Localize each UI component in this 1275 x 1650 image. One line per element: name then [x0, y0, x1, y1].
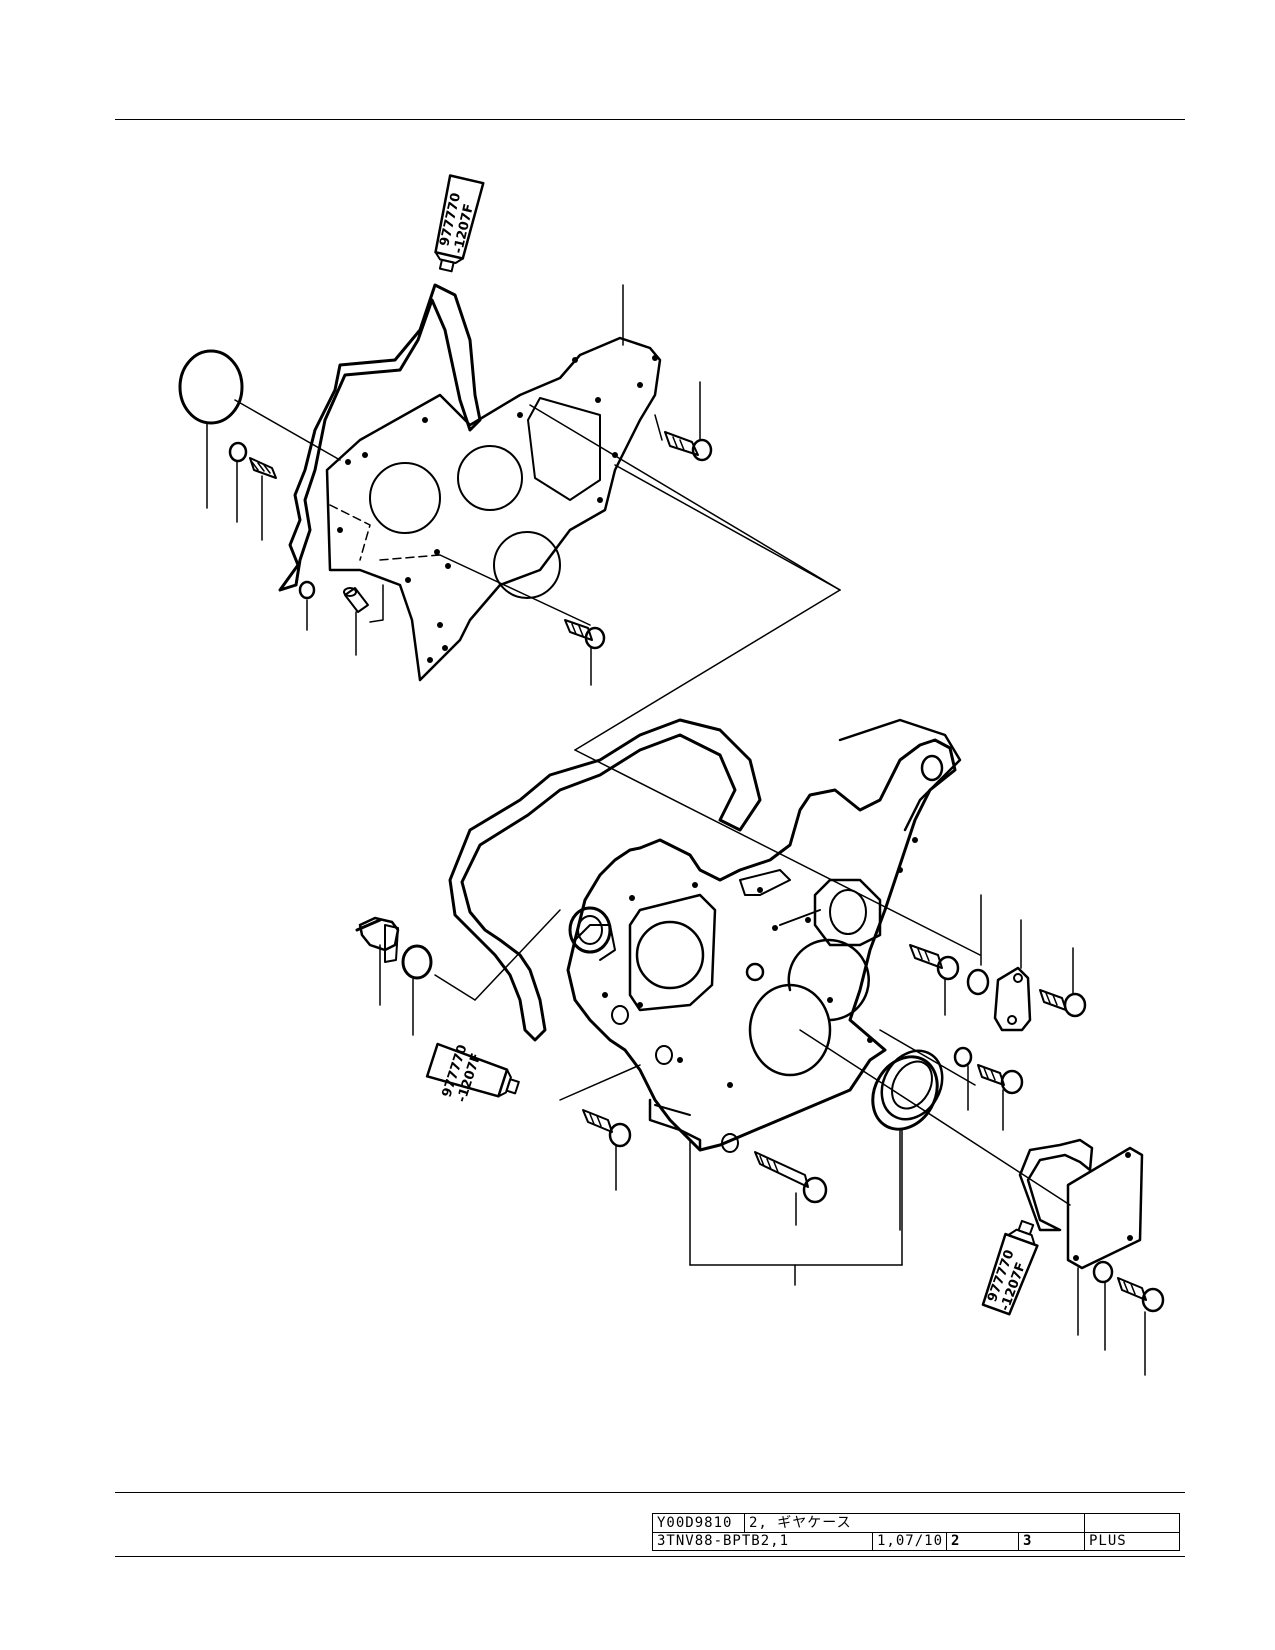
- edition: PLUS: [1089, 1533, 1127, 1549]
- cover-gasket: [1018, 1138, 1094, 1232]
- title-block: Y00D9810 2, ギヤケース 3TNV88-BPTB2,1 1,07/10…: [652, 1513, 1180, 1551]
- dowel-pin: [343, 584, 384, 656]
- o-ring-large: [178, 349, 244, 425]
- o-ring-small: [298, 580, 316, 600]
- title-block-row-1: Y00D9810 2, ギヤケース: [653, 1514, 1179, 1533]
- o-ring-cover: [966, 968, 990, 996]
- flange-bolt-2: [564, 619, 606, 686]
- stud-bolt: [249, 457, 277, 541]
- washer-mid: [953, 1046, 973, 1111]
- upper-gasket: [278, 283, 482, 592]
- title-block-blank: [1085, 1514, 1179, 1532]
- section-name: 2, ギヤケース: [745, 1514, 1085, 1532]
- top-rule: [115, 119, 1185, 120]
- cover-plate-large: [1066, 1146, 1144, 1270]
- bottom-rule-upper: [115, 1492, 1185, 1493]
- sealant-tube-3: 977770 -1207F: [981, 1219, 1039, 1316]
- gear-case-body: [566, 738, 957, 1152]
- gear-case-plate: [325, 336, 662, 682]
- flange-bolt-7: [1117, 1277, 1165, 1376]
- flange-bolt-5: [1039, 947, 1087, 1018]
- oil-filler-cap: [355, 916, 400, 1006]
- drawing-number: Y00D9810: [653, 1514, 745, 1532]
- model-number: 3TNV88-BPTB2,1: [653, 1532, 873, 1550]
- long-bolt: [754, 1151, 828, 1226]
- washer-bottom: [1092, 1260, 1114, 1351]
- bottom-rule-lower: [115, 1556, 1185, 1557]
- cover-plate-small: [993, 919, 1032, 1032]
- lower-gasket: [448, 718, 762, 1042]
- code-a: 2: [947, 1532, 1019, 1550]
- code-b: 3: [1019, 1532, 1085, 1550]
- washer-small: [228, 441, 248, 523]
- flange-bolt-3: [582, 1109, 632, 1191]
- sealant-tube-2: [425, 1042, 520, 1098]
- filler-o-ring: [401, 944, 433, 980]
- flange-bolt-6: [977, 1064, 1024, 1131]
- oil-filler-port: [568, 906, 612, 954]
- oil-seal: [871, 1049, 944, 1231]
- title-block-row-2: 3TNV88-BPTB2,1 1,07/10 2 3 PLUS: [653, 1532, 1179, 1550]
- sealant-tube-1: 977770 -1207F: [434, 174, 485, 273]
- revision-date: 1,07/10: [873, 1532, 947, 1550]
- flange-bolt-1: [664, 431, 713, 462]
- flange-bolt-4: [909, 944, 960, 1016]
